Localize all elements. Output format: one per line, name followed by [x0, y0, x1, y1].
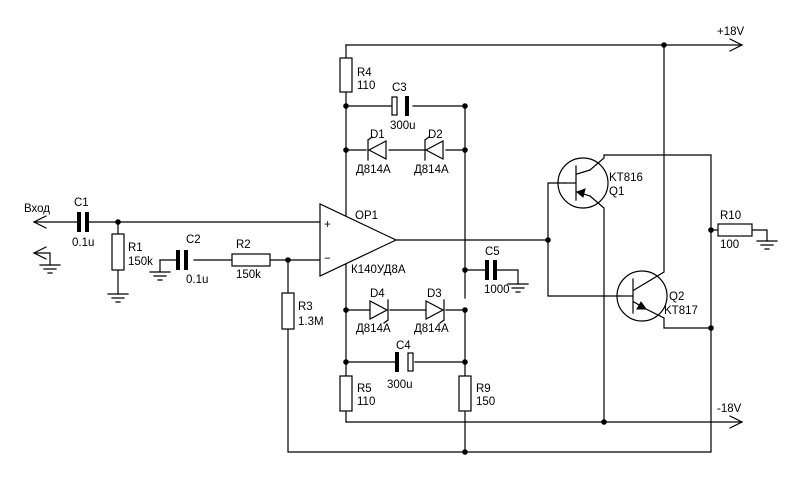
- ground-icon: [107, 293, 129, 303]
- d4-label: D4: [370, 288, 385, 300]
- capacitor-c1: [77, 212, 89, 232]
- c1-value: 0.1u: [72, 237, 94, 249]
- d2-label: D2: [428, 129, 443, 141]
- wires: [33, 44, 768, 453]
- d4-value: Д814А: [356, 323, 391, 335]
- d1-value: Д814А: [356, 164, 391, 176]
- ground-icon: [756, 240, 778, 250]
- d3-label: D3: [427, 288, 442, 300]
- r5-label: R5: [357, 383, 372, 395]
- zener-diode-d1: [367, 136, 387, 161]
- c3-value: 300u: [390, 120, 416, 132]
- r4-value: 110: [357, 80, 375, 92]
- transistor-q2: [616, 270, 668, 322]
- r1-value: 150k: [128, 256, 153, 268]
- ground-icon: [507, 283, 529, 293]
- neg-supply-label: -18V: [717, 403, 742, 415]
- transistor-q1: [557, 157, 609, 209]
- junction-dots: [115, 42, 714, 455]
- d2-value: Д814А: [414, 164, 449, 176]
- resistor-r3: [281, 292, 295, 330]
- r5-value: 110: [357, 396, 375, 408]
- resistor-r10: [717, 223, 753, 237]
- c5-value: 1000: [484, 284, 510, 296]
- zener-diode-d4: [369, 299, 389, 324]
- capacitor-c2: [176, 250, 188, 270]
- q2-label: Q2: [669, 291, 684, 303]
- resistor-r1: [111, 233, 125, 271]
- op1-part-label: К140УД8А: [351, 264, 406, 276]
- r2-label: R2: [236, 239, 251, 251]
- c1-label: C1: [74, 197, 89, 209]
- r10-label: R10: [720, 210, 741, 222]
- r9-value: 150: [476, 396, 495, 408]
- connector-arrows: [32, 38, 744, 429]
- ground-symbols: [39, 240, 778, 303]
- c5-label: C5: [485, 246, 500, 258]
- d1-label: D1: [370, 129, 385, 141]
- zener-diode-d2: [424, 136, 444, 161]
- resistor-r2: [231, 253, 271, 267]
- c4-label: C4: [396, 340, 411, 352]
- op1-minus-label: −: [324, 253, 331, 265]
- capacitor-c4: [395, 352, 414, 372]
- labels: Вход +18V -18V C1 0.1u R1 150k C2 0.1u R…: [24, 26, 745, 415]
- r4-label: R4: [357, 67, 372, 79]
- q1-label: Q1: [609, 186, 624, 198]
- ground-arrow-icon: [32, 246, 47, 260]
- d3-value: Д814А: [414, 323, 449, 335]
- input-label: Вход: [24, 203, 50, 215]
- ground-icon: [39, 264, 61, 274]
- neg-supply-arrow-icon: [729, 415, 744, 429]
- capacitor-c3: [391, 96, 409, 116]
- q1-part-label: KT816: [609, 172, 643, 184]
- zener-diode-d3: [425, 299, 445, 324]
- c2-label: C2: [186, 234, 201, 246]
- resistor-r4: [339, 57, 353, 93]
- resistor-r9: [458, 375, 472, 412]
- c2-value: 0.1u: [186, 274, 208, 286]
- r1-label: R1: [128, 242, 143, 254]
- capacitor-c5: [485, 260, 497, 280]
- r3-label: R3: [298, 301, 313, 313]
- resistor-r5: [339, 375, 353, 412]
- pos-supply-label: +18V: [717, 26, 745, 38]
- pos-supply-arrow-icon: [729, 38, 744, 52]
- r9-label: R9: [476, 383, 491, 395]
- q2-part-label: KT817: [664, 305, 698, 317]
- input-arrow-icon: [32, 215, 47, 229]
- ground-icon: [149, 271, 171, 281]
- r2-value: 150k: [236, 269, 261, 281]
- r10-value: 100: [720, 239, 739, 251]
- c4-value: 300u: [387, 379, 413, 391]
- op1-label: OP1: [355, 210, 378, 222]
- op1-plus-label: +: [324, 219, 331, 231]
- r3-value: 1.3M: [298, 316, 324, 328]
- op-amp-op1: [319, 203, 398, 277]
- c3-label: C3: [392, 82, 407, 94]
